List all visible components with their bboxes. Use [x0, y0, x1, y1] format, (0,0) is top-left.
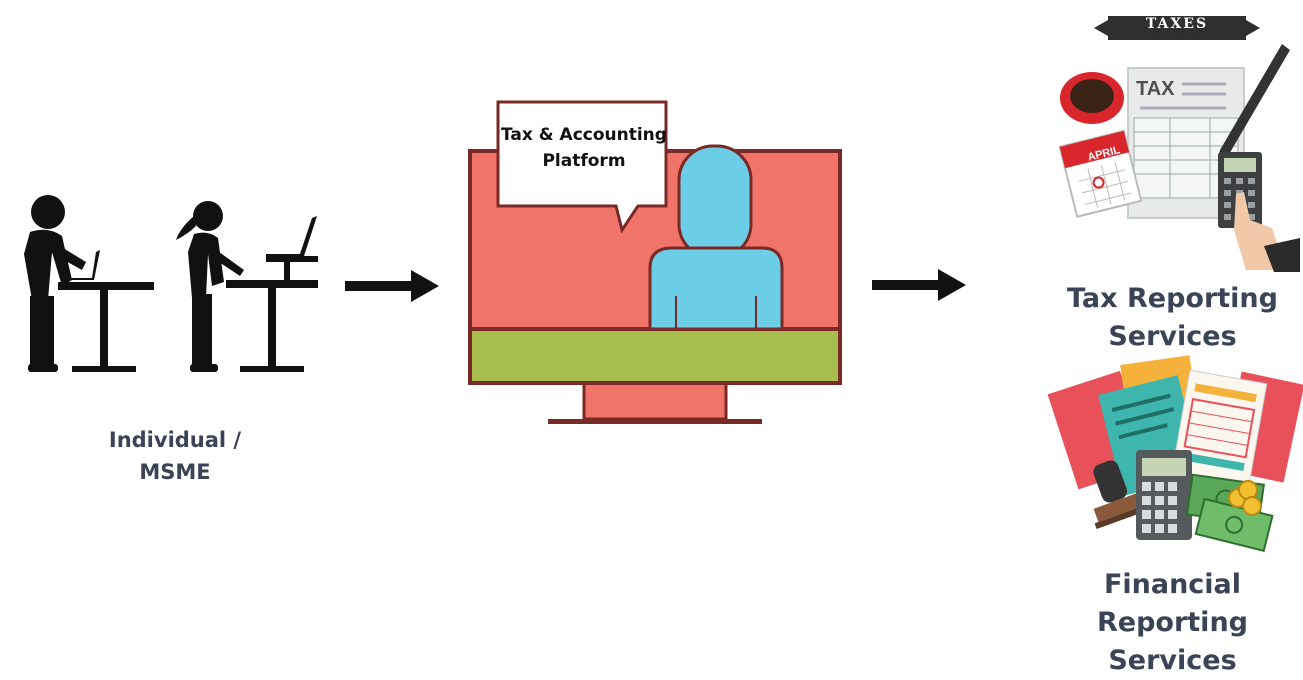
person-body-icon [648, 246, 784, 331]
speech-bubble-icon [496, 100, 668, 234]
tax-form-title: TAX [1136, 78, 1175, 100]
platform-bubble-text: Tax & Accounting Platform [498, 122, 670, 174]
financial-reporting-line-2: Reporting [1096, 607, 1248, 638]
desk-two-icon [226, 216, 318, 372]
taxes-banner-title: TAXES [1145, 16, 1209, 32]
tax-reporting-label: Tax Reporting Services [1060, 280, 1285, 356]
flow-arrow-left [345, 270, 439, 302]
bubble-line-1: Tax & Accounting [501, 125, 667, 145]
tax-reporting-line-1: Tax Reporting [1067, 283, 1278, 314]
desk-one-icon [58, 250, 154, 372]
flow-arrow-right [872, 269, 966, 301]
financial-reporting-label: Financial Reporting Services [1060, 566, 1285, 680]
taxes-illustration-icon [1058, 16, 1300, 272]
individual-label-line: Individual / [108, 428, 242, 452]
taxes-banner-subtitle: illustration [1151, 33, 1203, 43]
financial-documents-icon [1047, 355, 1303, 553]
individual-msme-label: Individual / MSME [70, 424, 280, 488]
woman-at-desk-icon [176, 201, 244, 372]
person-head-icon [677, 144, 753, 260]
financial-reporting-line-1: Financial [1103, 569, 1242, 600]
bubble-line-2: Platform [542, 151, 626, 171]
standing-desk-workers-icon [24, 195, 318, 372]
man-at-desk-icon [24, 195, 86, 372]
msme-label-line: MSME [139, 460, 211, 484]
taxes-illustration: TAXES illustration TAX APRIL [1050, 6, 1300, 272]
platform-monitor-icon [468, 100, 842, 424]
financial-reporting-line-3: Services [1108, 645, 1237, 676]
tax-reporting-line-2: Services [1108, 321, 1237, 352]
